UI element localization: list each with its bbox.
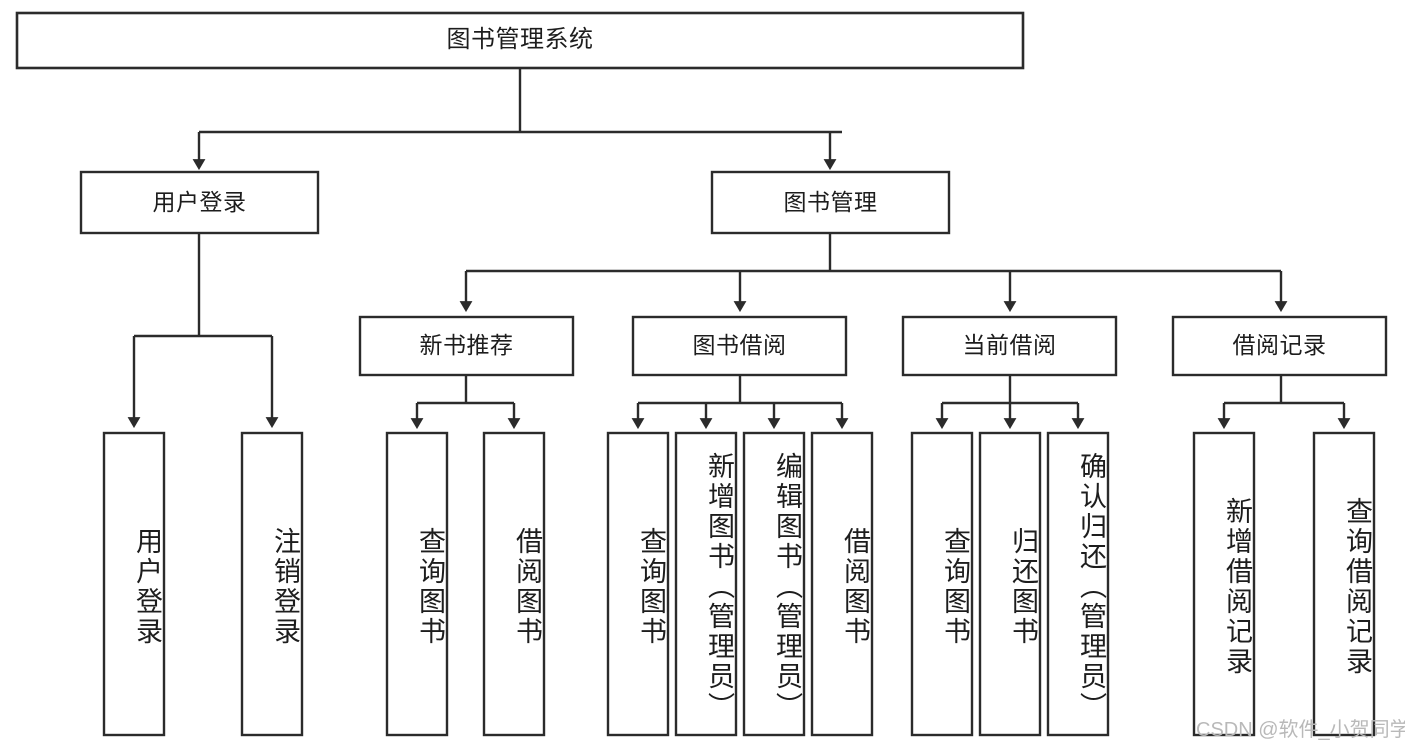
node-box-current-borrow[interactable] [901, 315, 1118, 377]
node-box-leaf-confirm-return[interactable] [1046, 431, 1110, 737]
node-box-leaf-query-book-a[interactable] [385, 431, 449, 737]
node-box-leaf-edit-book[interactable] [742, 431, 806, 737]
node-box-leaf-return-book[interactable] [978, 431, 1042, 737]
node-box-book-borrow[interactable] [631, 315, 848, 377]
node-box-leaf-logout[interactable] [240, 431, 304, 737]
node-box-root[interactable] [15, 11, 1025, 70]
node-box-user-login[interactable] [79, 170, 320, 235]
node-box-new-book-recommend[interactable] [358, 315, 575, 377]
node-box-leaf-add-record[interactable] [1192, 431, 1256, 737]
node-box-leaf-query-book-b[interactable] [606, 431, 670, 737]
node-box-leaf-add-book[interactable] [674, 431, 738, 737]
node-box-leaf-query-book-c[interactable] [910, 431, 974, 737]
connector-group [127, 68, 1351, 430]
node-box-leaf-query-record[interactable] [1312, 431, 1376, 737]
node-box-book-management[interactable] [710, 170, 951, 235]
watermark-text: CSDN @软件_小贺同学 [1196, 719, 1405, 741]
node-box-leaf-user-login[interactable] [102, 431, 166, 737]
node-box-leaf-borrow-book-a[interactable] [482, 431, 546, 737]
node-box-borrow-record[interactable] [1171, 315, 1388, 377]
node-box-leaf-borrow-book-b[interactable] [810, 431, 874, 737]
node-box-group [15, 11, 1388, 737]
